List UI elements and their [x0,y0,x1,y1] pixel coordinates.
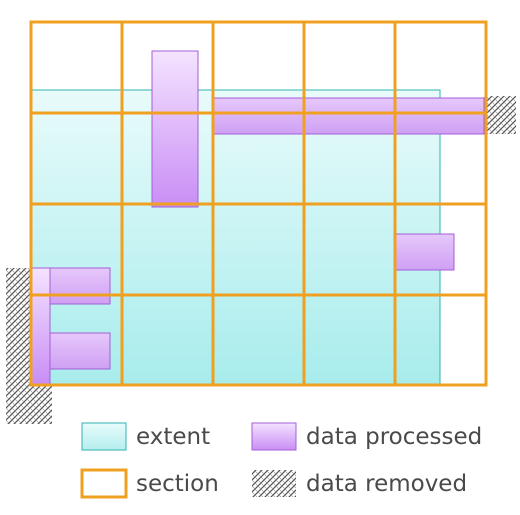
legend-processed-swatch [251,422,297,451]
legend-section-swatch [80,468,128,499]
processed-block-left-lower [49,332,111,370]
processed-block-right [395,233,455,271]
legend-section-label: section [136,471,219,497]
legend-processed-label: data processed [306,424,483,450]
section-grid [29,20,488,387]
processed-block-left-upper [49,267,111,305]
removed-area-top-right [484,96,516,134]
legend-removed-swatch [252,470,296,497]
processed-block-left-vertical [31,267,51,385]
processed-block-horizontal-top [211,97,485,135]
legend-extent-swatch [81,422,127,451]
legend-extent-label: extent [136,424,211,450]
legend-removed-label: data removed [306,471,468,497]
processed-block-vertical-top [151,50,199,208]
